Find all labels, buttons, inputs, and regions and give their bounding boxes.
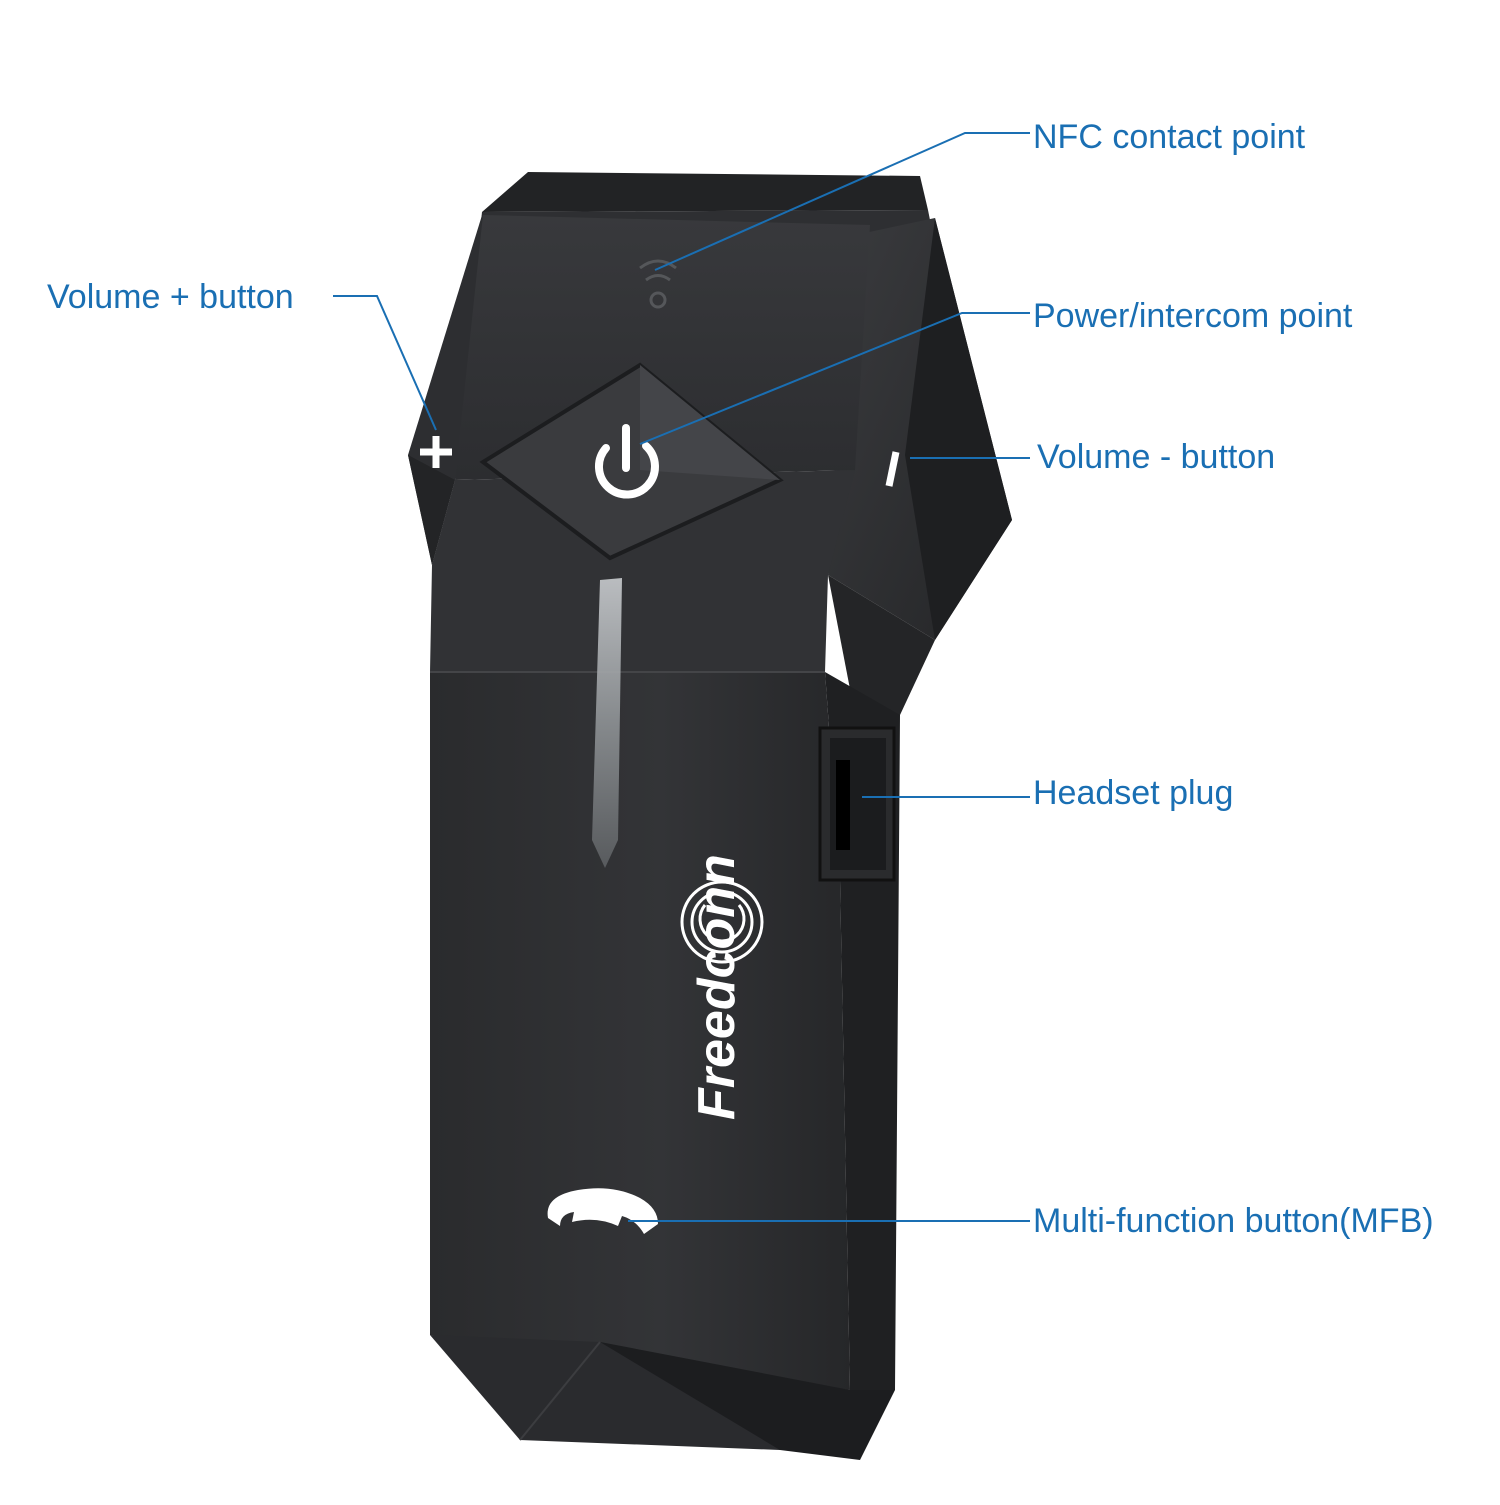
callout-lines [333,132,1030,1222]
led-light-strip [592,578,622,868]
plus-icon [420,436,452,468]
callout-label-mfb: Multi-function button(MFB) [1033,1202,1434,1240]
headset-plug[interactable] [818,726,896,882]
callout-label-power: Power/intercom point [1033,297,1353,335]
device-upper-face [430,215,870,672]
power-icon [595,424,659,499]
callout-label-nfc: NFC contact point [1033,118,1306,156]
callout-label-headset-plug: Headset plug [1033,774,1234,812]
power-intercom-button[interactable] [479,362,784,561]
nfc-icon [639,259,677,309]
callout-label-volume-plus: Volume + button [47,278,294,316]
brand-logo-icon [680,880,764,964]
volume-minus-button-body[interactable] [828,218,1012,715]
phone-icon [547,1188,658,1234]
callout-line-volume-plus [333,295,437,431]
callout-label-volume-minus: Volume - button [1037,438,1276,476]
callout-line-power [639,312,1030,445]
brand-text: Freedconn [688,854,746,1120]
callout-line-nfc [654,132,1030,271]
minus-icon [885,451,900,487]
